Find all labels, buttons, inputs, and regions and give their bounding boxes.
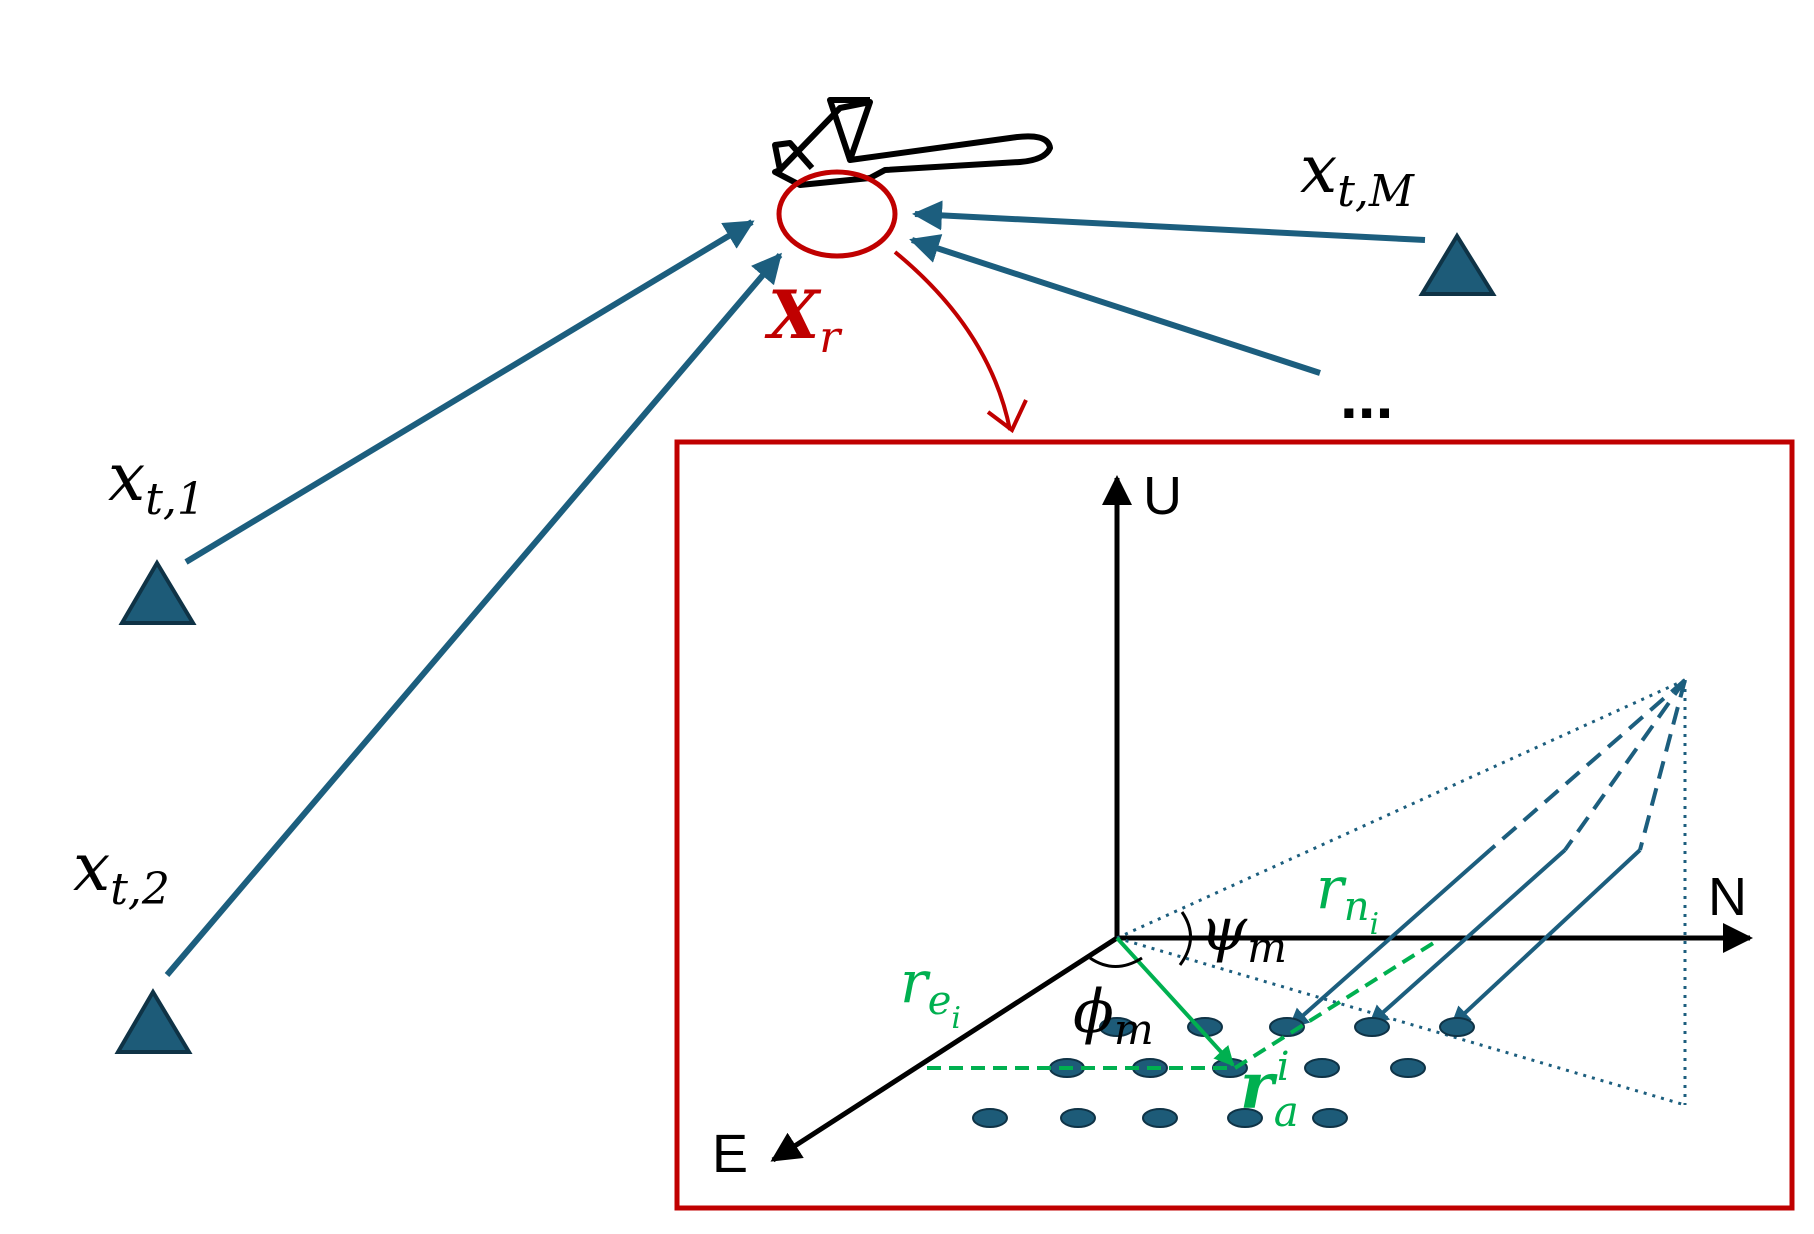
position-vectors [927,936,1437,1070]
axis-up-label: U [1143,466,1182,526]
link-ellipsis [909,234,1321,376]
transmitter-2-icon [114,988,193,1054]
phi-angle-arc [1089,956,1143,968]
antenna-element [1099,1017,1135,1037]
rn-label: rni [1316,854,1379,942]
antenna-element [1304,1058,1340,1078]
antenna-element [972,1108,1008,1128]
phi-label: ϕm [1073,977,1154,1054]
psi-angle-arc [1178,911,1192,966]
transmitter-m-label: xt,M [1300,131,1415,217]
antenna-array [972,1017,1475,1128]
axis-east-label: E [712,1124,748,1184]
link-tM [912,200,1426,243]
antenna-element [1060,1108,1096,1128]
antenna-element [1142,1108,1178,1128]
antenna-element [1439,1017,1475,1037]
antenna-element [1354,1017,1390,1037]
axis-east [770,935,1119,1163]
transmitter-2-label: xt,2 [73,829,170,915]
re-label: rei [900,948,961,1036]
receiver-ellipse [776,169,898,259]
antenna-element [1227,1108,1263,1128]
transmitter-1-label: xt,1 [108,439,205,525]
link-t2 [164,252,783,977]
transmitter-ellipsis: ... [1340,360,1393,432]
psi-label: ψm [1200,895,1287,972]
airplane-icon [772,97,1053,188]
inset-frame [674,439,1795,1211]
transmitter-1-icon [118,559,197,625]
transmitter-m-icon [1418,232,1497,296]
antenna-element [1312,1108,1348,1128]
zoom-arrow [893,250,1012,431]
antenna-element [1390,1058,1426,1078]
receiver-label: Xr [764,276,843,363]
link-t1 [184,219,755,565]
zoom-arrowhead [986,399,1028,434]
signal-cone [1116,678,1687,1107]
incoming-waves [1288,678,1687,1029]
axis-north-label: N [1708,867,1747,927]
ra-label: rai [1240,1044,1299,1136]
